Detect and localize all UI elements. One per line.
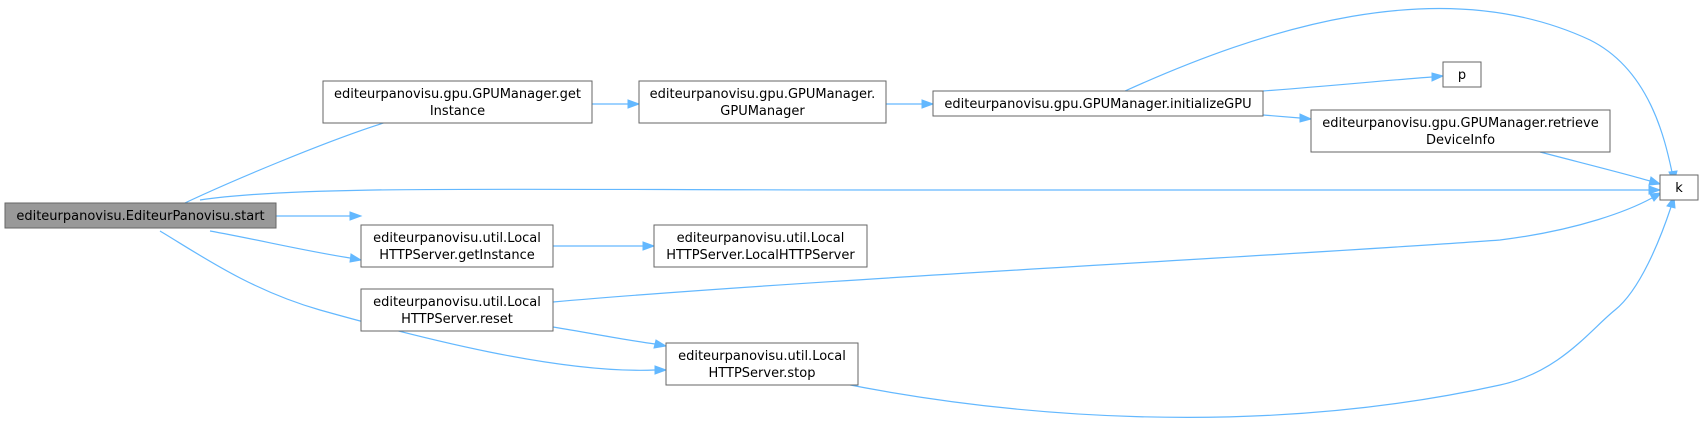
edge-http-reset-to-http-stop bbox=[552, 326, 656, 345]
node-http-ctor[interactable]: editeurpanovisu.util.Local HTTPServer.Lo… bbox=[653, 224, 868, 268]
node-http-stop-label-line2: HTTPServer.stop bbox=[709, 366, 816, 381]
node-gpu-ctor[interactable]: editeurpanovisu.gpu.GPUManager. GPUManag… bbox=[638, 80, 887, 124]
arrowhead bbox=[1648, 176, 1662, 186]
node-gpu-ctor-label-line2: GPUManager bbox=[720, 104, 805, 119]
node-http-reset-label-line2: HTTPServer.reset bbox=[401, 312, 513, 327]
edge-start-to-gpu-getinstance bbox=[159, 117, 401, 216]
arrowhead bbox=[627, 99, 641, 109]
edge-gpu-init-to-gpu-retrieve bbox=[1262, 114, 1301, 119]
edge-gpu-init-to-k bbox=[1124, 7, 1673, 173]
arrowhead bbox=[1648, 185, 1662, 195]
edge-http-stop-to-k bbox=[839, 206, 1672, 418]
arrowhead bbox=[349, 253, 363, 263]
arrowhead bbox=[349, 211, 363, 221]
node-http-ctor-label-line1: editeurpanovisu.util.Local bbox=[677, 231, 845, 246]
node-k[interactable]: k bbox=[1659, 174, 1699, 201]
node-gpu-init-label: editeurpanovisu.gpu.GPUManager.initializ… bbox=[944, 97, 1251, 112]
edge-gpu-retrieve-to-k bbox=[1539, 151, 1651, 182]
edges bbox=[159, 7, 1678, 418]
nodes: editeurpanovisu.EditeurPanovisu.start ed… bbox=[4, 61, 1699, 386]
edge-start-to-http-stop bbox=[159, 230, 656, 371]
arrowhead bbox=[653, 339, 668, 349]
node-http-getinstance-label-line1: editeurpanovisu.util.Local bbox=[373, 231, 541, 246]
arrowhead bbox=[921, 99, 935, 109]
edge-start-to-k bbox=[199, 188, 1650, 201]
arrowhead bbox=[1649, 192, 1663, 202]
arrowhead bbox=[1431, 72, 1445, 82]
node-gpu-getinstance[interactable]: editeurpanovisu.gpu.GPUManager.get Insta… bbox=[322, 80, 593, 124]
node-gpu-retrieve-label-line1: editeurpanovisu.gpu.GPUManager.retrieve bbox=[1322, 116, 1598, 131]
edge-gpu-init-to-p bbox=[1262, 76, 1433, 92]
node-http-getinstance-label-line2: HTTPServer.getInstance bbox=[379, 248, 534, 263]
node-http-reset-label-line1: editeurpanovisu.util.Local bbox=[373, 295, 541, 310]
node-gpu-ctor-label-line1: editeurpanovisu.gpu.GPUManager. bbox=[650, 87, 876, 102]
node-p[interactable]: p bbox=[1442, 61, 1482, 88]
node-start[interactable]: editeurpanovisu.EditeurPanovisu.start bbox=[4, 202, 277, 229]
node-http-ctor-label-line2: HTTPServer.LocalHTTPServer bbox=[666, 248, 855, 263]
node-start-label: editeurpanovisu.EditeurPanovisu.start bbox=[16, 209, 264, 224]
arrowhead bbox=[642, 241, 656, 251]
edge-start-to-http-reset bbox=[209, 230, 351, 259]
arrowhead bbox=[1299, 113, 1313, 123]
node-http-reset[interactable]: editeurpanovisu.util.Local HTTPServer.re… bbox=[360, 288, 554, 332]
arrowhead bbox=[654, 365, 668, 375]
node-gpu-getinstance-label-line2: Instance bbox=[430, 104, 485, 119]
edge-http-reset-to-k bbox=[552, 197, 1653, 303]
node-gpu-retrieve[interactable]: editeurpanovisu.gpu.GPUManager.retrieve … bbox=[1310, 109, 1611, 153]
node-http-stop-label-line1: editeurpanovisu.util.Local bbox=[678, 349, 846, 364]
node-k-label: k bbox=[1675, 181, 1683, 196]
node-gpu-getinstance-label-line1: editeurpanovisu.gpu.GPUManager.get bbox=[334, 87, 581, 102]
node-http-getinstance[interactable]: editeurpanovisu.util.Local HTTPServer.ge… bbox=[360, 224, 554, 268]
node-http-stop[interactable]: editeurpanovisu.util.Local HTTPServer.st… bbox=[665, 342, 859, 386]
node-gpu-init[interactable]: editeurpanovisu.gpu.GPUManager.initializ… bbox=[932, 90, 1264, 117]
node-gpu-retrieve-label-line2: DeviceInfo bbox=[1426, 133, 1495, 148]
node-p-label: p bbox=[1458, 68, 1466, 83]
